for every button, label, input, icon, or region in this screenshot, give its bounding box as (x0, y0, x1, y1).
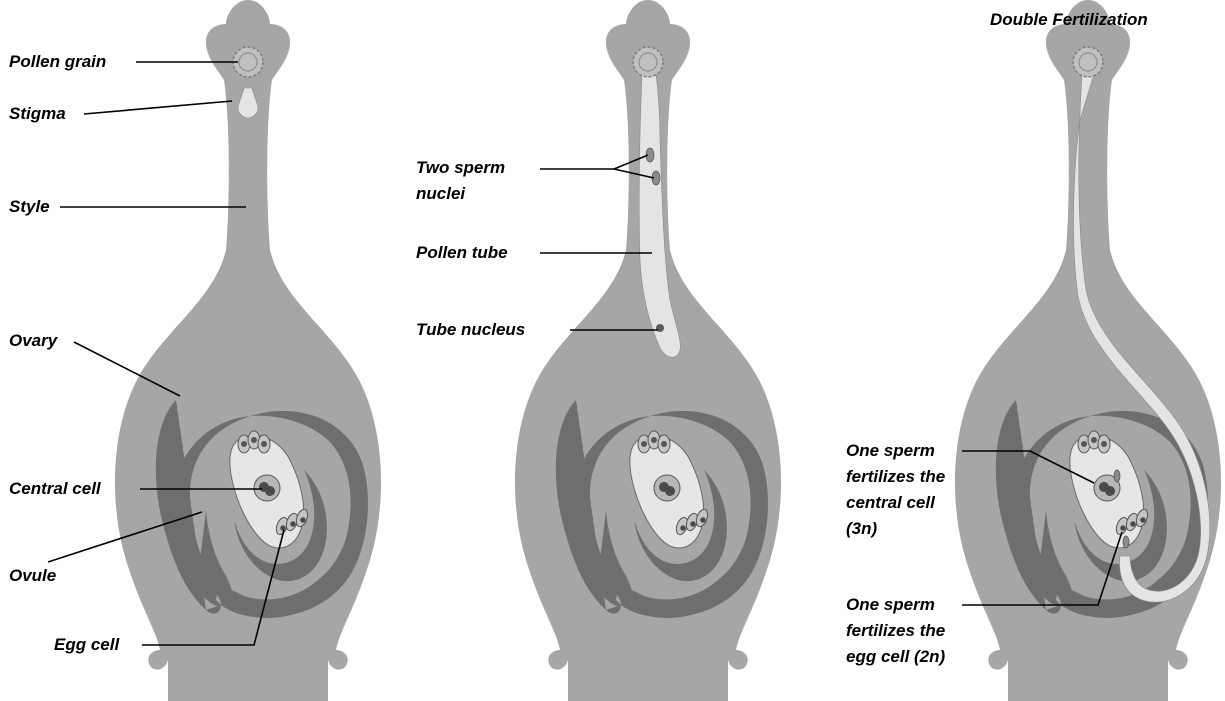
label-sperm-central-line2: fertilizes the (846, 466, 945, 488)
label-style: Style (9, 196, 50, 218)
pollen-grain (633, 47, 663, 77)
label-tube-nucleus: Tube nucleus (416, 319, 525, 341)
diagram-title: Double Fertilization (990, 10, 1148, 30)
central-cell (654, 475, 680, 501)
label-sperm-central-line3: central cell (846, 492, 935, 514)
label-sperm-central-line1: One sperm (846, 440, 935, 462)
pistil-panel-2 (515, 0, 781, 701)
pollen-grain (1073, 47, 1103, 77)
label-stigma: Stigma (9, 103, 66, 125)
pistil-panel-1 (115, 0, 381, 701)
label-egg-cell: Egg cell (54, 634, 119, 656)
label-central-cell: Central cell (9, 478, 101, 500)
label-two-sperm-nuclei-line2: nuclei (416, 183, 465, 205)
label-sperm-egg-line2: fertilizes the (846, 620, 945, 642)
label-sperm-egg-line3: egg cell (2n) (846, 646, 945, 668)
label-ovary: Ovary (9, 330, 57, 352)
label-pollen-tube: Pollen tube (416, 242, 508, 264)
label-sperm-central-line4: (3n) (846, 518, 877, 540)
label-ovule: Ovule (9, 565, 56, 587)
sperm-to-egg (1123, 536, 1129, 548)
label-pollen-grain: Pollen grain (9, 51, 106, 73)
pistil-panel-3 (955, 0, 1221, 701)
label-sperm-egg-line1: One sperm (846, 594, 935, 616)
central-cell (254, 475, 280, 501)
label-two-sperm-nuclei-line1: Two sperm (416, 157, 505, 179)
